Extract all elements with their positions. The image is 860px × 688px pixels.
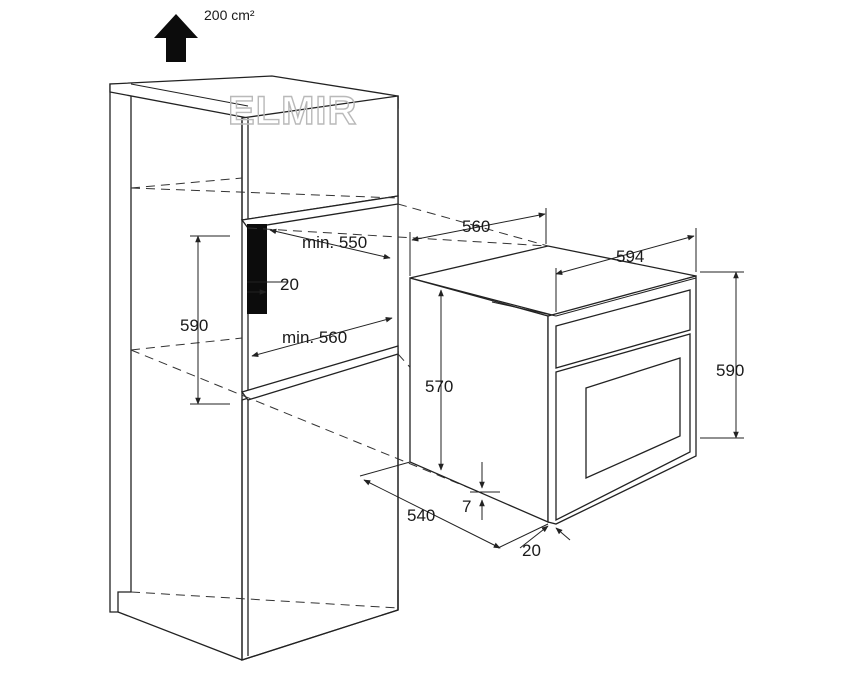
- dim-label-oven-body-height: 570: [425, 377, 453, 396]
- watermark: ELMIR: [228, 89, 357, 133]
- cabinet-top-inner-edge: [130, 83, 249, 107]
- oven-top-seam: [491, 301, 557, 317]
- oven-window: [585, 357, 681, 480]
- oven-front-top-edge: [555, 277, 697, 317]
- cabinet-side-panel: [109, 83, 132, 613]
- airflow-arrow-icon: [154, 14, 198, 62]
- dim-label-niche-width: min. 560: [282, 328, 347, 347]
- dim-label-niche-height: 590: [180, 316, 208, 335]
- dim-label-vent-gap: 20: [280, 275, 299, 294]
- airflow-label: 200 cm²: [204, 7, 255, 23]
- dim-label-niche-depth: min. 550: [302, 233, 367, 252]
- cabinet-base: [117, 590, 399, 661]
- dim-label-oven-depth-top: 560: [462, 217, 490, 236]
- cabinet-lower-door: [241, 351, 399, 661]
- oven-control-panel: [555, 289, 691, 369]
- dim-label-oven-width: 594: [616, 247, 644, 266]
- dim-label-oven-body-depth: 540: [407, 506, 435, 525]
- dimension-lines: [190, 208, 744, 549]
- dim-label-bottom-offset: 7: [462, 497, 471, 516]
- dim-label-oven-height: 590: [716, 361, 744, 380]
- dim-label-door-thickness: 20: [522, 541, 541, 560]
- cabinet: [109, 75, 549, 661]
- vent-slot: [247, 224, 267, 314]
- oven-body-side: [409, 277, 549, 523]
